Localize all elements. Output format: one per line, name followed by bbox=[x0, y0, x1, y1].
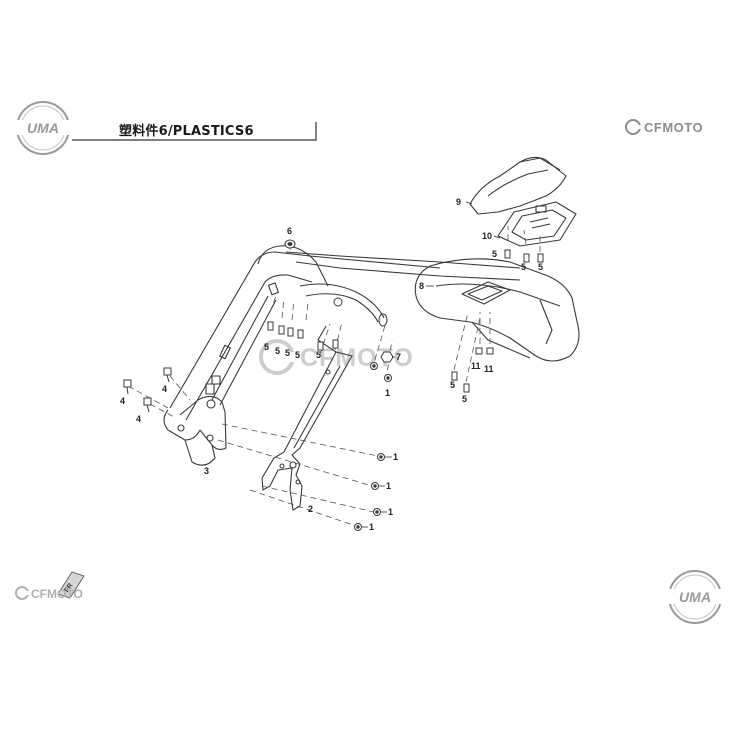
callout-1e: 1 bbox=[385, 388, 390, 398]
fasteners bbox=[123, 239, 544, 531]
clip-5c bbox=[287, 327, 294, 337]
nut-11a bbox=[475, 347, 483, 355]
cfmoto-logo-footer: CFMOTO bbox=[15, 586, 83, 601]
callout-11a: 11 bbox=[471, 361, 481, 371]
clip-5j bbox=[451, 371, 458, 381]
callout-2: 2 bbox=[308, 504, 313, 514]
cfmoto-logo-text-header: CFMOTO bbox=[644, 120, 703, 135]
frame-bolt bbox=[333, 297, 343, 307]
plate-part-10 bbox=[497, 201, 577, 247]
bolt-1f bbox=[384, 374, 392, 382]
screw-4b bbox=[143, 397, 152, 413]
nut-7 bbox=[380, 351, 394, 363]
clip-5a bbox=[267, 321, 274, 331]
callout-11b: 11 bbox=[484, 364, 494, 374]
rear-frame-part-3 bbox=[163, 245, 521, 466]
callout-1b: 1 bbox=[386, 481, 391, 491]
clip-5h bbox=[523, 253, 530, 263]
callout-9: 9 bbox=[456, 197, 461, 207]
clip-5e bbox=[317, 341, 324, 351]
bolt-1e bbox=[370, 362, 378, 370]
callout-5j: 5 bbox=[462, 394, 467, 404]
bolt-1d bbox=[354, 523, 362, 531]
callout-1d: 1 bbox=[369, 522, 374, 532]
callout-4c: 4 bbox=[162, 384, 167, 394]
clip-5d bbox=[297, 329, 304, 339]
callout-5b: 5 bbox=[275, 346, 280, 356]
front-indicator-text: FR bbox=[63, 582, 74, 594]
callout-5a: 5 bbox=[264, 342, 269, 352]
clip-5f bbox=[332, 339, 339, 349]
callout-5c: 5 bbox=[285, 348, 290, 358]
callout-8: 8 bbox=[419, 281, 424, 291]
callout-5h: 5 bbox=[538, 262, 543, 272]
bolt-1c bbox=[373, 508, 381, 516]
callout-6: 6 bbox=[287, 226, 292, 236]
callout-1c: 1 bbox=[388, 507, 393, 517]
callout-1a: 1 bbox=[393, 452, 398, 462]
uma-badge-footer-text: UMA bbox=[679, 589, 711, 605]
bolt-1b bbox=[371, 482, 379, 490]
nut-11b bbox=[486, 347, 494, 355]
callouts: 1 1 1 1 1 2 3 4 4 4 5 5 5 5 5 5 5 5 5 5 … bbox=[120, 197, 543, 532]
callout-3: 3 bbox=[204, 466, 209, 476]
grommet-6 bbox=[284, 239, 296, 249]
clip-5i bbox=[537, 253, 544, 263]
callout-ticks bbox=[362, 201, 501, 528]
uma-badge-text: UMA bbox=[27, 120, 59, 136]
clip-5g bbox=[504, 249, 511, 259]
header-rule bbox=[72, 122, 317, 141]
clip-5k bbox=[463, 383, 470, 393]
callout-5i: 5 bbox=[450, 380, 455, 390]
cfmoto-logo-header: CFMOTO bbox=[625, 119, 703, 135]
screw-4a bbox=[123, 379, 132, 395]
callout-7: 7 bbox=[396, 352, 401, 362]
callout-4a: 4 bbox=[120, 396, 125, 406]
clip-5b bbox=[278, 325, 285, 335]
callout-4b: 4 bbox=[136, 414, 141, 424]
front-direction-indicator: FR bbox=[57, 571, 85, 599]
screw-4c bbox=[163, 367, 172, 383]
cfmoto-logo-text-footer: CFMOTO bbox=[31, 587, 83, 601]
mudguard-part-9 bbox=[469, 156, 567, 215]
uma-badge-footer: UMA bbox=[666, 570, 724, 624]
page-title: 塑料件6/PLASTICS6 bbox=[119, 124, 254, 139]
uma-badge-header: UMA bbox=[14, 101, 72, 155]
bolt-1a bbox=[377, 453, 385, 461]
callout-5g: 5 bbox=[521, 262, 526, 272]
callout-5d: 5 bbox=[295, 350, 300, 360]
callout-5f: 5 bbox=[492, 249, 497, 259]
callout-5e: 5 bbox=[316, 350, 321, 360]
rear-fender-part-8 bbox=[414, 258, 580, 362]
callout-10: 10 bbox=[482, 231, 492, 241]
